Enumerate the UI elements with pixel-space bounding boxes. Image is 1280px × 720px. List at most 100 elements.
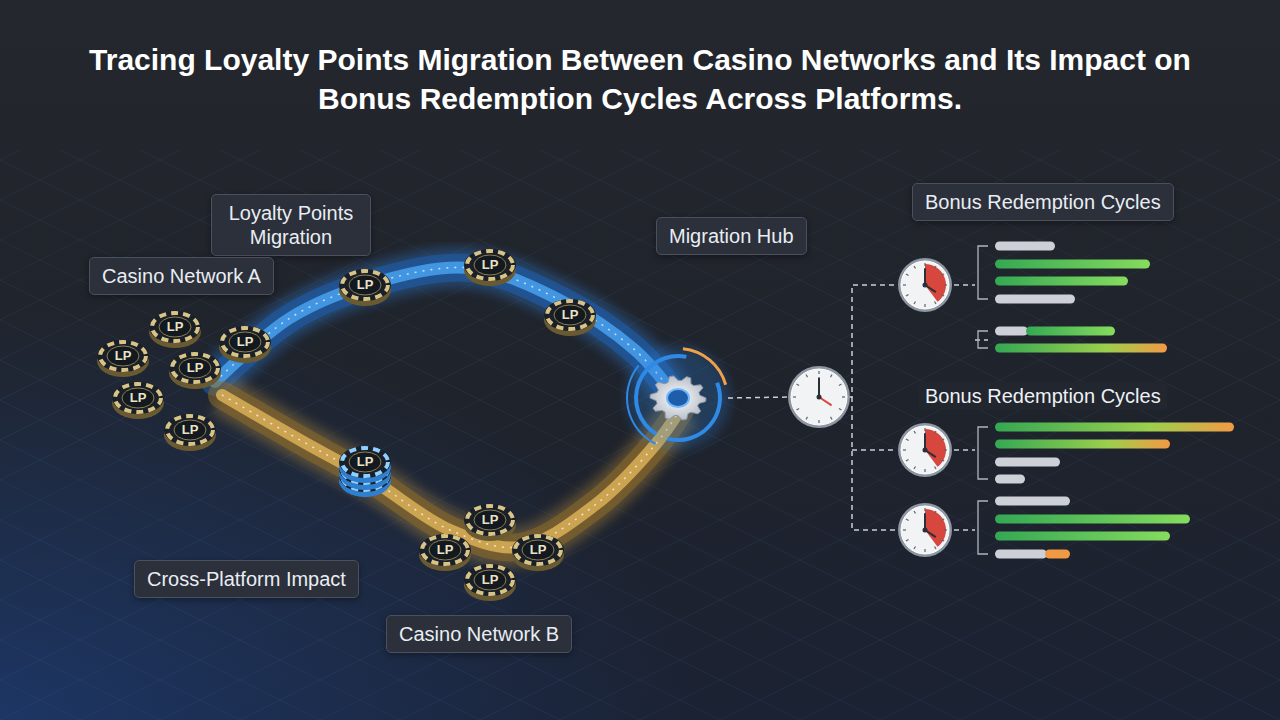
clock-sector xyxy=(925,509,946,547)
chip-edge xyxy=(547,301,593,329)
grid-line xyxy=(80,150,1280,720)
chip-face xyxy=(112,382,164,414)
grid-line xyxy=(1200,150,1280,720)
clock-tick xyxy=(906,460,909,462)
clock-hand xyxy=(924,268,926,285)
chip-label: LP xyxy=(472,572,508,588)
chip-edge xyxy=(152,313,198,341)
grid-line xyxy=(0,150,1040,720)
loyalty-chip xyxy=(164,414,216,451)
loyalty-chip xyxy=(339,269,391,306)
chip-label: LP xyxy=(157,319,193,335)
grid-line xyxy=(0,150,960,720)
label-box: Bonus Redemption Cycles xyxy=(912,183,1174,221)
grid-line xyxy=(320,150,1280,720)
clock-tick xyxy=(831,374,833,377)
label-text: LP xyxy=(187,360,204,375)
clock-rim xyxy=(898,503,952,557)
label-text: Migration Hub xyxy=(669,224,794,248)
bracket xyxy=(978,331,988,348)
chip-edge xyxy=(172,354,218,382)
chip-edge xyxy=(467,251,513,279)
chip-edge xyxy=(515,536,561,564)
clock-tick xyxy=(796,384,799,386)
clock-tick xyxy=(924,508,925,511)
chip-inner xyxy=(122,388,154,408)
grid-line xyxy=(960,150,1280,720)
chip-inner xyxy=(229,332,261,352)
hub-clock xyxy=(788,366,850,428)
clock-tick xyxy=(924,304,925,307)
grid-line xyxy=(880,150,1280,720)
loyalty-chip xyxy=(464,564,516,601)
gear-body xyxy=(650,376,706,420)
dashed-leader xyxy=(954,284,975,286)
label-text: LP xyxy=(167,319,184,334)
chip-inner xyxy=(474,510,506,530)
migration-ribbons xyxy=(215,267,680,547)
migration-hub-gear xyxy=(626,346,730,450)
loyalty-chip xyxy=(97,340,149,377)
clock-tick xyxy=(806,374,808,377)
grid-line xyxy=(240,150,1280,720)
chip-edge xyxy=(342,271,388,299)
chip-face xyxy=(512,534,564,566)
cycle-bar xyxy=(995,515,1190,524)
grid-line xyxy=(1040,150,1280,720)
grid-line xyxy=(560,150,1280,720)
cycle-bar xyxy=(1026,327,1115,336)
grid-line xyxy=(400,150,1280,720)
grid-line xyxy=(0,150,1280,720)
clock-pin xyxy=(923,283,928,288)
chip-face xyxy=(464,249,516,281)
label-text: Cross-Platform Impact xyxy=(147,567,346,591)
clock-tick xyxy=(906,274,909,276)
clock-tick xyxy=(935,466,937,469)
grid-line xyxy=(1040,150,1280,720)
label-box: Migration Hub xyxy=(656,217,807,255)
clock-face xyxy=(901,426,949,474)
chip-edge xyxy=(167,416,213,444)
cycle-clock xyxy=(898,423,952,477)
clock-tick xyxy=(806,417,808,420)
chip-inner xyxy=(522,540,554,560)
chip-label: LP xyxy=(520,542,556,558)
clock-tick xyxy=(944,529,947,530)
chip-inner xyxy=(429,540,461,560)
grid-line xyxy=(0,150,1280,720)
dashed-leader xyxy=(852,397,896,530)
clock-tick xyxy=(831,417,833,420)
grid-line xyxy=(0,150,880,720)
grid-line xyxy=(0,150,1280,720)
dashed-leader xyxy=(975,339,988,341)
clock-face xyxy=(791,369,847,425)
grid-line xyxy=(0,150,800,720)
chip-face xyxy=(219,326,271,358)
clock-pin xyxy=(923,448,928,453)
loyalty-chip xyxy=(219,326,271,363)
clock-tick xyxy=(796,409,799,411)
label-text: LP xyxy=(482,512,499,527)
label-text: LP xyxy=(115,348,132,363)
grid-line xyxy=(1120,150,1280,720)
clock-tick xyxy=(941,439,944,441)
bracket xyxy=(978,427,988,479)
cycle-bar xyxy=(995,242,1055,251)
chip-face xyxy=(464,564,516,596)
chip-edge xyxy=(115,384,161,412)
clock-tick xyxy=(818,420,819,423)
chip-label: LP xyxy=(227,334,263,350)
label-text: LP xyxy=(437,542,454,557)
chip-label: LP xyxy=(472,512,508,528)
chip-inner xyxy=(107,346,139,366)
hub-ring-outer xyxy=(626,365,656,445)
chip-label: LP xyxy=(347,277,383,293)
chip-edge xyxy=(467,506,513,534)
clock-tick xyxy=(924,549,925,552)
cycle-bar xyxy=(995,327,1028,336)
grid-line xyxy=(0,150,1200,720)
clock-tick xyxy=(914,546,916,549)
cycle-bar xyxy=(995,458,1060,467)
label-text: Bonus Redemption Cycles xyxy=(925,385,1161,407)
